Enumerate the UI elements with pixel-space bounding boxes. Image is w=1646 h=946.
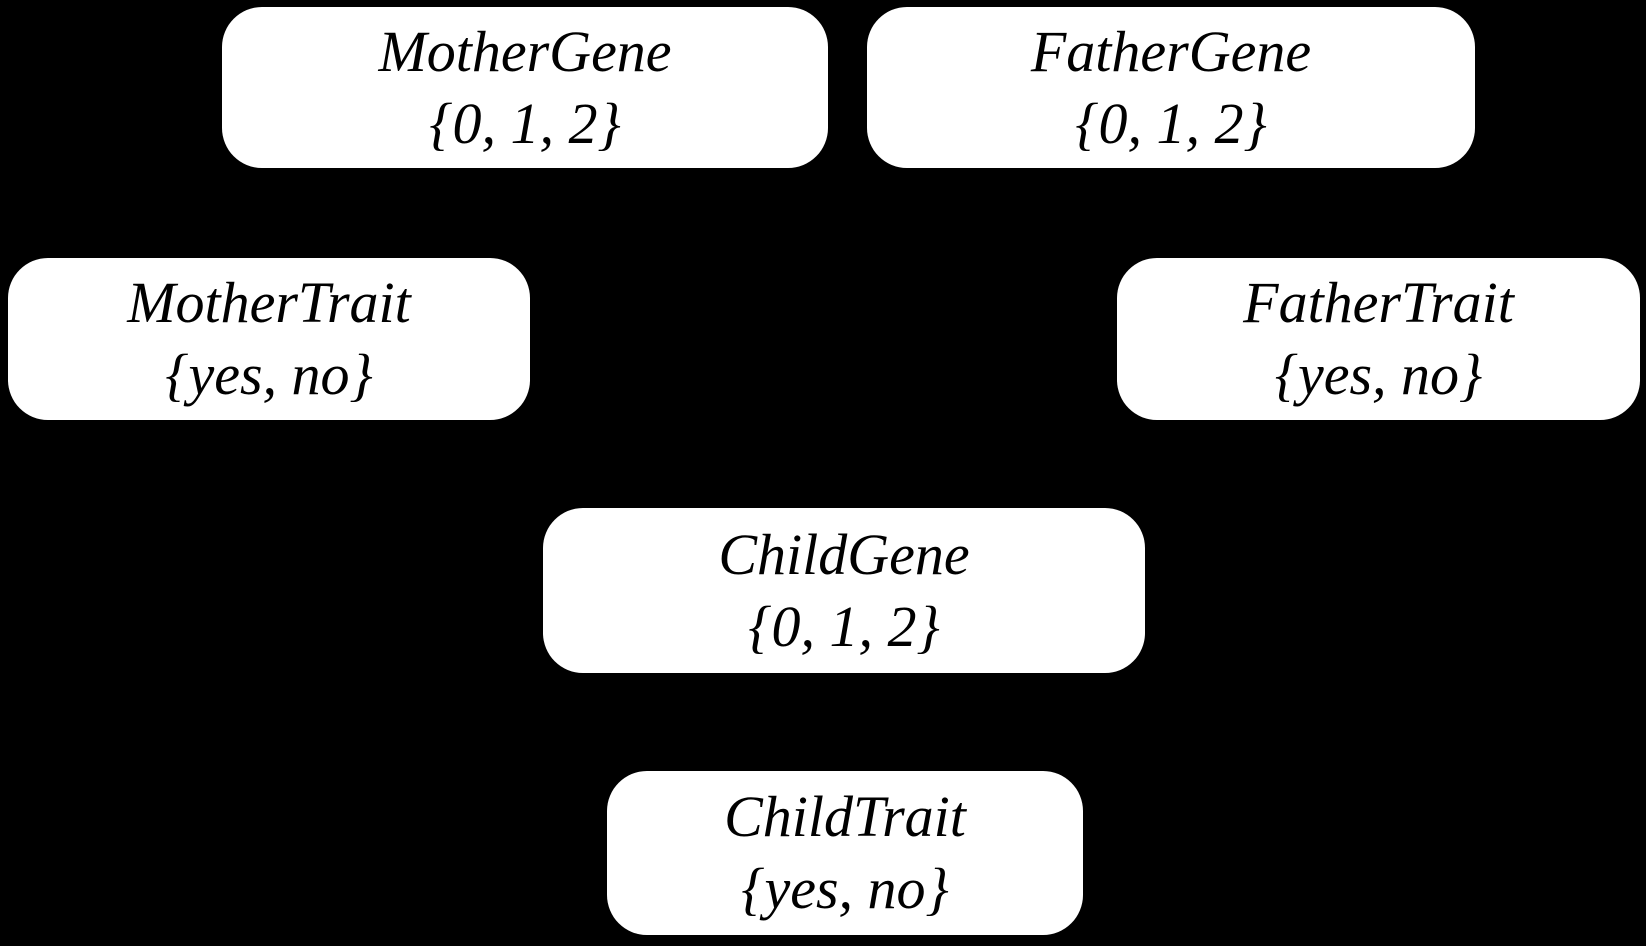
node-child-trait: ChildTrait {yes, no} (607, 771, 1083, 935)
node-label: MotherTrait (127, 270, 411, 335)
node-domain: {0, 1, 2} (1075, 90, 1267, 156)
node-mother-trait: MotherTrait {yes, no} (8, 258, 530, 420)
node-domain: {yes, no} (165, 342, 373, 407)
node-label: ChildTrait (724, 784, 966, 849)
node-father-trait: FatherTrait {yes, no} (1117, 258, 1640, 420)
node-domain: {yes, no} (1274, 342, 1483, 407)
node-label: FatherTrait (1243, 270, 1514, 335)
node-child-gene: ChildGene {0, 1, 2} (543, 508, 1145, 673)
node-domain: {0, 1, 2} (429, 90, 621, 156)
node-father-gene: FatherGene {0, 1, 2} (867, 7, 1475, 168)
node-label: MotherGene (378, 18, 672, 84)
node-mother-gene: MotherGene {0, 1, 2} (222, 7, 828, 168)
node-domain: {0, 1, 2} (748, 593, 940, 659)
node-label: ChildGene (718, 521, 970, 587)
node-label: FatherGene (1030, 18, 1312, 84)
node-domain: {yes, no} (741, 856, 949, 921)
